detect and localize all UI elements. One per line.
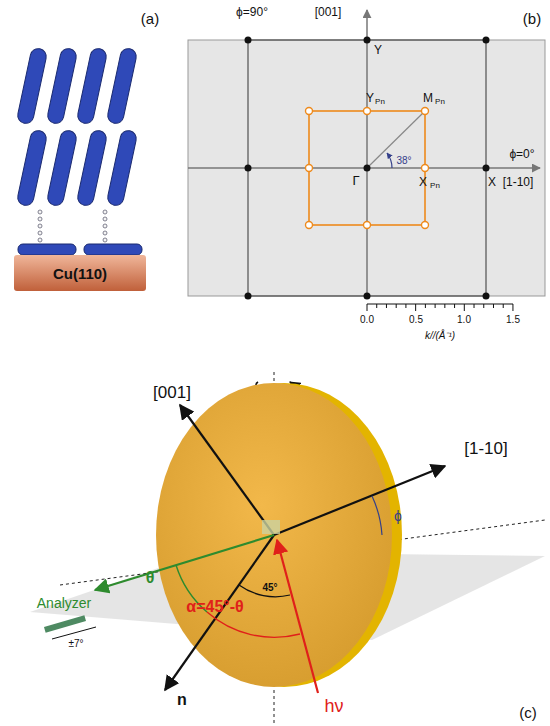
direction-label: [001]: [153, 384, 191, 401]
pentacene-molecules: [16, 47, 142, 255]
direction-label: [1-10]: [503, 176, 534, 188]
panel-letter: (a): [141, 11, 159, 26]
substrate-block: Cu(110): [14, 255, 146, 291]
point-label: Y: [374, 44, 382, 56]
direction-label: [001]: [315, 6, 342, 18]
point-label: M: [423, 92, 433, 104]
point-label: Γ: [352, 174, 359, 187]
axis-tick-label: 0.5: [409, 315, 423, 325]
point-subscript: Pn: [375, 98, 385, 106]
angle-label: ϕ: [394, 509, 402, 523]
axis-title: k//(Å⁻¹): [425, 331, 455, 341]
acceptance-label: ±7°: [68, 639, 83, 649]
axis-tick-label: 1.0: [457, 315, 471, 325]
point-subscript: Pn: [435, 98, 445, 106]
point-subscript: Pn: [430, 182, 440, 190]
normal-vector-label: n: [177, 692, 187, 708]
point-label: X: [419, 176, 427, 188]
panel-letter: (c): [519, 705, 537, 720]
photon-label: hν: [324, 697, 343, 715]
azimuth-label: ϕ=90°: [236, 6, 268, 18]
angle-label: θ: [146, 570, 155, 586]
direction-label: [1-10]: [464, 440, 507, 457]
azimuth-label: ϕ=0°: [509, 148, 534, 160]
brillouin-zone: [188, 10, 545, 311]
analyzer-label: Analyzer: [37, 596, 91, 610]
point-label: Y: [366, 92, 374, 104]
angle-label: 45°: [262, 583, 277, 593]
geometry-sketch: [30, 372, 545, 726]
axis-tick-label: 0.0: [360, 315, 374, 325]
angle-label: α=45°-θ: [186, 599, 243, 615]
substrate-label: Cu(110): [53, 265, 107, 282]
panel-letter: (b): [523, 11, 541, 26]
angle-label: 38°: [396, 156, 411, 166]
axis-tick-label: 1.5: [506, 315, 520, 325]
point-label: X: [488, 176, 496, 188]
